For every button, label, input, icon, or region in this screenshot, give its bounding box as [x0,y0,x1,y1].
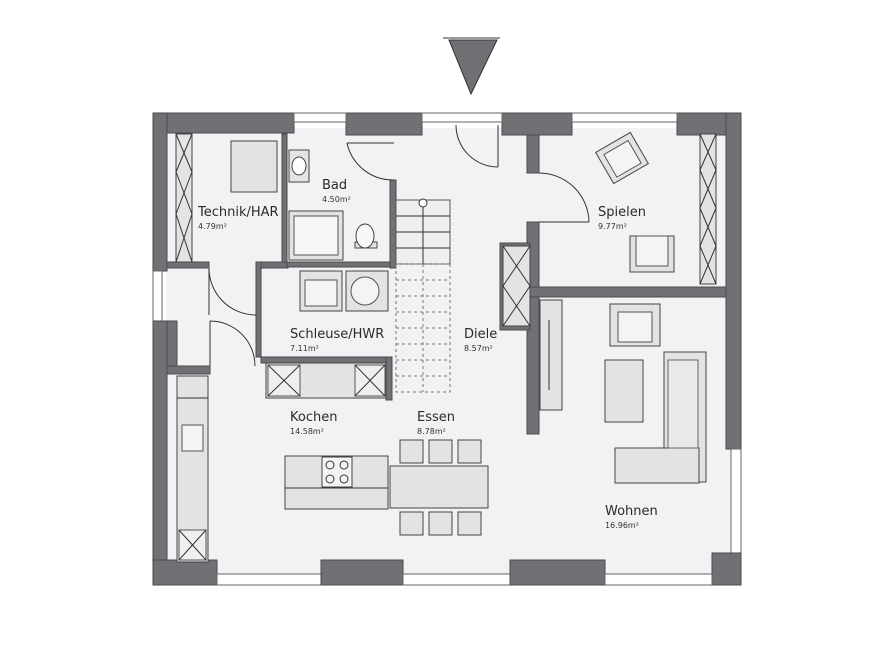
technik-cabinet [175,133,278,263]
room-area-spielen: 9.77m² [598,222,627,231]
room-area-wohnen: 16.96m² [605,521,639,530]
room-name-essen: Essen [417,410,455,425]
room-label-diele: Diele 8.57m² [464,327,497,353]
wohnen-furniture [604,303,707,484]
room-name-schleuse: Schleuse/HWR [290,327,384,342]
spielen-furniture [594,131,717,285]
room-name-technik: Technik/HAR [197,205,279,220]
room-name-wohnen: Wohnen [605,504,658,519]
doors [208,124,590,367]
diele-wardrobe [502,245,563,411]
kitchen-furniture [176,375,389,563]
room-label-essen: Essen 8.78m² [417,410,455,436]
room-area-bad: 4.50m² [322,195,351,204]
room-label-spielen: Spielen 9.77m² [598,205,646,231]
bath-fixtures [288,149,378,261]
washer-dryer [299,270,389,312]
room-label-kochen: Kochen 14.58m² [290,410,337,436]
north-arrow-icon [443,37,500,96]
room-area-technik: 4.79m² [198,222,227,231]
room-area-essen: 8.78m² [417,427,446,436]
outer-walls [152,112,742,586]
dining-furniture [389,439,489,536]
room-label-schleuse: Schleuse/HWR 7.11m² [290,327,384,353]
room-name-diele: Diele [464,327,497,342]
room-area-schleuse: 7.11m² [290,344,319,353]
room-name-spielen: Spielen [598,205,646,220]
room-label-wohnen: Wohnen 16.96m² [605,504,658,530]
room-label-bad: Bad 4.50m² [322,178,351,204]
room-label-technik: Technik/HAR 4.79m² [197,205,279,231]
room-area-diele: 8.57m² [464,344,493,353]
room-name-bad: Bad [322,178,347,193]
room-area-kochen: 14.58m² [290,427,324,436]
room-name-kochen: Kochen [290,410,337,425]
schleuse-counter [265,362,387,399]
staircase [395,198,451,393]
